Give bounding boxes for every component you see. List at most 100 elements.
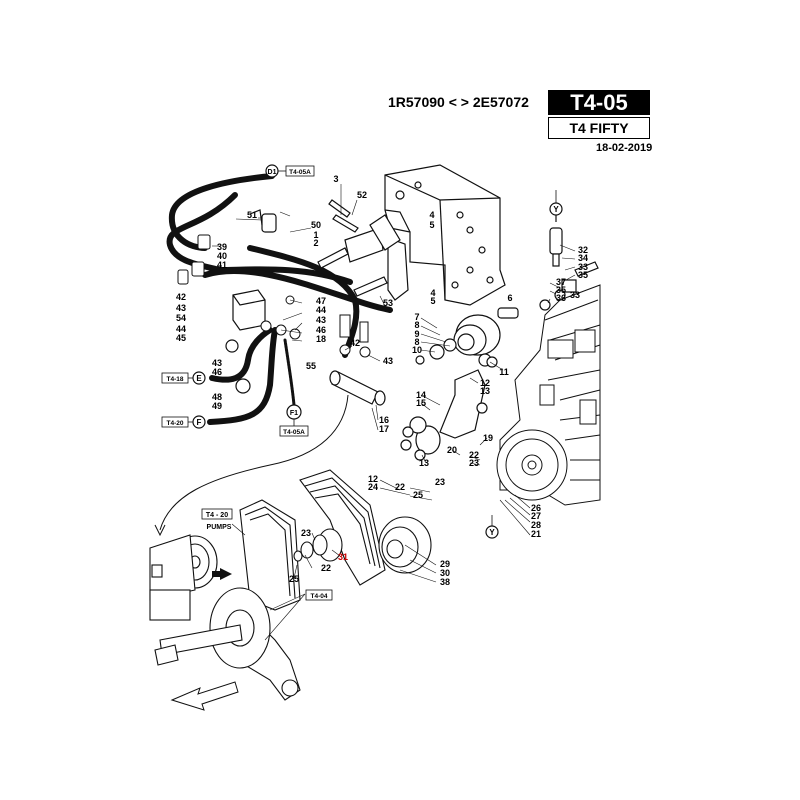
part-number-p27: 27 xyxy=(531,511,541,521)
hose-to-valve xyxy=(247,245,360,358)
fittings-left xyxy=(177,234,371,358)
pins xyxy=(317,199,388,297)
part-number-p46a: 46 xyxy=(212,367,222,377)
part-number-p37: 37 xyxy=(556,277,566,287)
ref-f1: F1 xyxy=(290,410,298,417)
ref-y-top: Y xyxy=(553,205,559,214)
part-number-p26: 26 xyxy=(531,503,541,513)
ref-pumps: PUMPS xyxy=(207,524,232,531)
part-number-p13b: 13 xyxy=(419,458,429,468)
part-number-p22a: 22 xyxy=(469,450,479,460)
frame-bracket xyxy=(369,164,506,306)
ref-t4-05a-bottom: T4-05A xyxy=(283,429,305,436)
part-number-p43a: 43 xyxy=(176,303,186,313)
part-number-p12b: 12 xyxy=(368,474,378,484)
part-number-p3a: 3 xyxy=(333,174,338,184)
part-number-p51: 51 xyxy=(247,210,257,220)
part-number-p28: 28 xyxy=(531,520,541,530)
part-number-p24: 24 xyxy=(368,482,378,492)
part-number-p43c: 43 xyxy=(316,315,326,325)
part-number-p49: 49 xyxy=(212,401,222,411)
part-number-p22b: 22 xyxy=(395,482,405,492)
hose-d1-upper xyxy=(168,173,275,251)
ref-d1: D1 xyxy=(268,169,277,176)
tensioner-assembly xyxy=(400,307,519,461)
ref-t4-20-pumps: T4 - 20 xyxy=(206,512,228,519)
part-number-p25b: 25 xyxy=(289,574,299,584)
part-number-p4b: 4 xyxy=(430,288,435,298)
hose-e xyxy=(209,327,273,383)
part-number-p42a: 42 xyxy=(176,292,186,302)
part-number-labels: 3524551501239404142435444454346484947444… xyxy=(176,174,588,587)
part-number-p44a: 44 xyxy=(176,324,186,334)
part-number-p15: 15 xyxy=(416,398,426,408)
part-number-p35b: 35 xyxy=(556,285,566,295)
hydraulic-cylinder xyxy=(329,370,386,406)
belt-drive xyxy=(229,469,432,701)
part-number-p23b: 23 xyxy=(435,477,445,487)
part-number-p6: 6 xyxy=(507,293,512,303)
part-number-p35a: 35 xyxy=(578,270,588,280)
part-number-p36: 36 xyxy=(556,293,566,303)
page-code-badge: T4-05 xyxy=(548,90,650,115)
part-number-p40: 40 xyxy=(217,251,227,261)
hose-long xyxy=(202,268,393,313)
sensor-assembly xyxy=(539,206,599,311)
ref-t4-20: T4-20 xyxy=(167,420,184,427)
part-number-p13a: 13 xyxy=(480,386,490,396)
part-number-p30: 30 xyxy=(440,568,450,578)
part-number-p23c: 23 xyxy=(301,528,311,538)
part-number-p39: 39 xyxy=(217,242,227,252)
part-number-p55: 55 xyxy=(306,361,316,371)
serial-range: 1R57090 < > 2E57072 xyxy=(388,94,529,110)
part-number-p45: 45 xyxy=(176,333,186,343)
part-number-p48: 48 xyxy=(212,392,222,402)
part-number-p38: 38 xyxy=(440,577,450,587)
part-number-p32: 32 xyxy=(578,245,588,255)
engine xyxy=(496,284,601,506)
valve-block xyxy=(225,209,277,394)
part-number-p31: 31 xyxy=(338,552,348,562)
part-number-p29: 29 xyxy=(440,559,450,569)
part-number-p7: 7 xyxy=(414,312,419,322)
part-number-p20: 20 xyxy=(447,445,457,455)
hose-f xyxy=(207,327,278,425)
part-number-p25a: 25 xyxy=(413,490,423,500)
part-number-p53: 53 xyxy=(383,298,393,308)
reference-texts: D1 E F F1 Y Y T4-05A T4-18 T4-20 T4-05A … xyxy=(167,169,560,600)
reference-connectors xyxy=(188,170,557,526)
view-arrow xyxy=(170,681,239,711)
part-number-p21: 21 xyxy=(531,529,541,539)
part-number-p16: 16 xyxy=(379,415,389,425)
part-number-p50: 50 xyxy=(311,220,321,230)
part-number-p2: 2 xyxy=(313,238,318,248)
part-number-p14: 14 xyxy=(416,390,426,400)
ref-e: E xyxy=(196,374,202,383)
revision-date: 18-02-2019 xyxy=(596,142,653,154)
ref-t4-04: T4-04 xyxy=(311,593,328,600)
part-number-p47: 47 xyxy=(316,296,326,306)
part-number-p5b: 5 xyxy=(430,296,435,306)
part-number-p44b: 44 xyxy=(316,305,326,315)
part-number-p18: 18 xyxy=(316,334,326,344)
part-number-p10: 10 xyxy=(412,345,422,355)
part-number-p23a: 23 xyxy=(469,458,479,468)
part-number-p41: 41 xyxy=(217,260,227,270)
part-number-p43d: 43 xyxy=(383,356,393,366)
part-number-p11: 11 xyxy=(499,367,509,377)
part-number-p52: 52 xyxy=(357,190,367,200)
part-number-p8a: 8 xyxy=(414,320,419,330)
part-number-p33b: 33 xyxy=(570,290,580,300)
part-number-p46b: 46 xyxy=(316,325,326,335)
part-number-p54: 54 xyxy=(176,313,186,323)
ref-f: F xyxy=(197,418,202,427)
hose-f1 xyxy=(283,338,296,407)
ref-t4-18: T4-18 xyxy=(167,376,184,383)
part-number-p17: 17 xyxy=(379,424,389,434)
callout-arrow xyxy=(159,394,349,531)
direction-arrow xyxy=(220,568,232,580)
part-number-p1: 1 xyxy=(313,230,318,240)
part-number-p34: 34 xyxy=(578,253,588,263)
part-number-p22c: 22 xyxy=(321,563,331,573)
